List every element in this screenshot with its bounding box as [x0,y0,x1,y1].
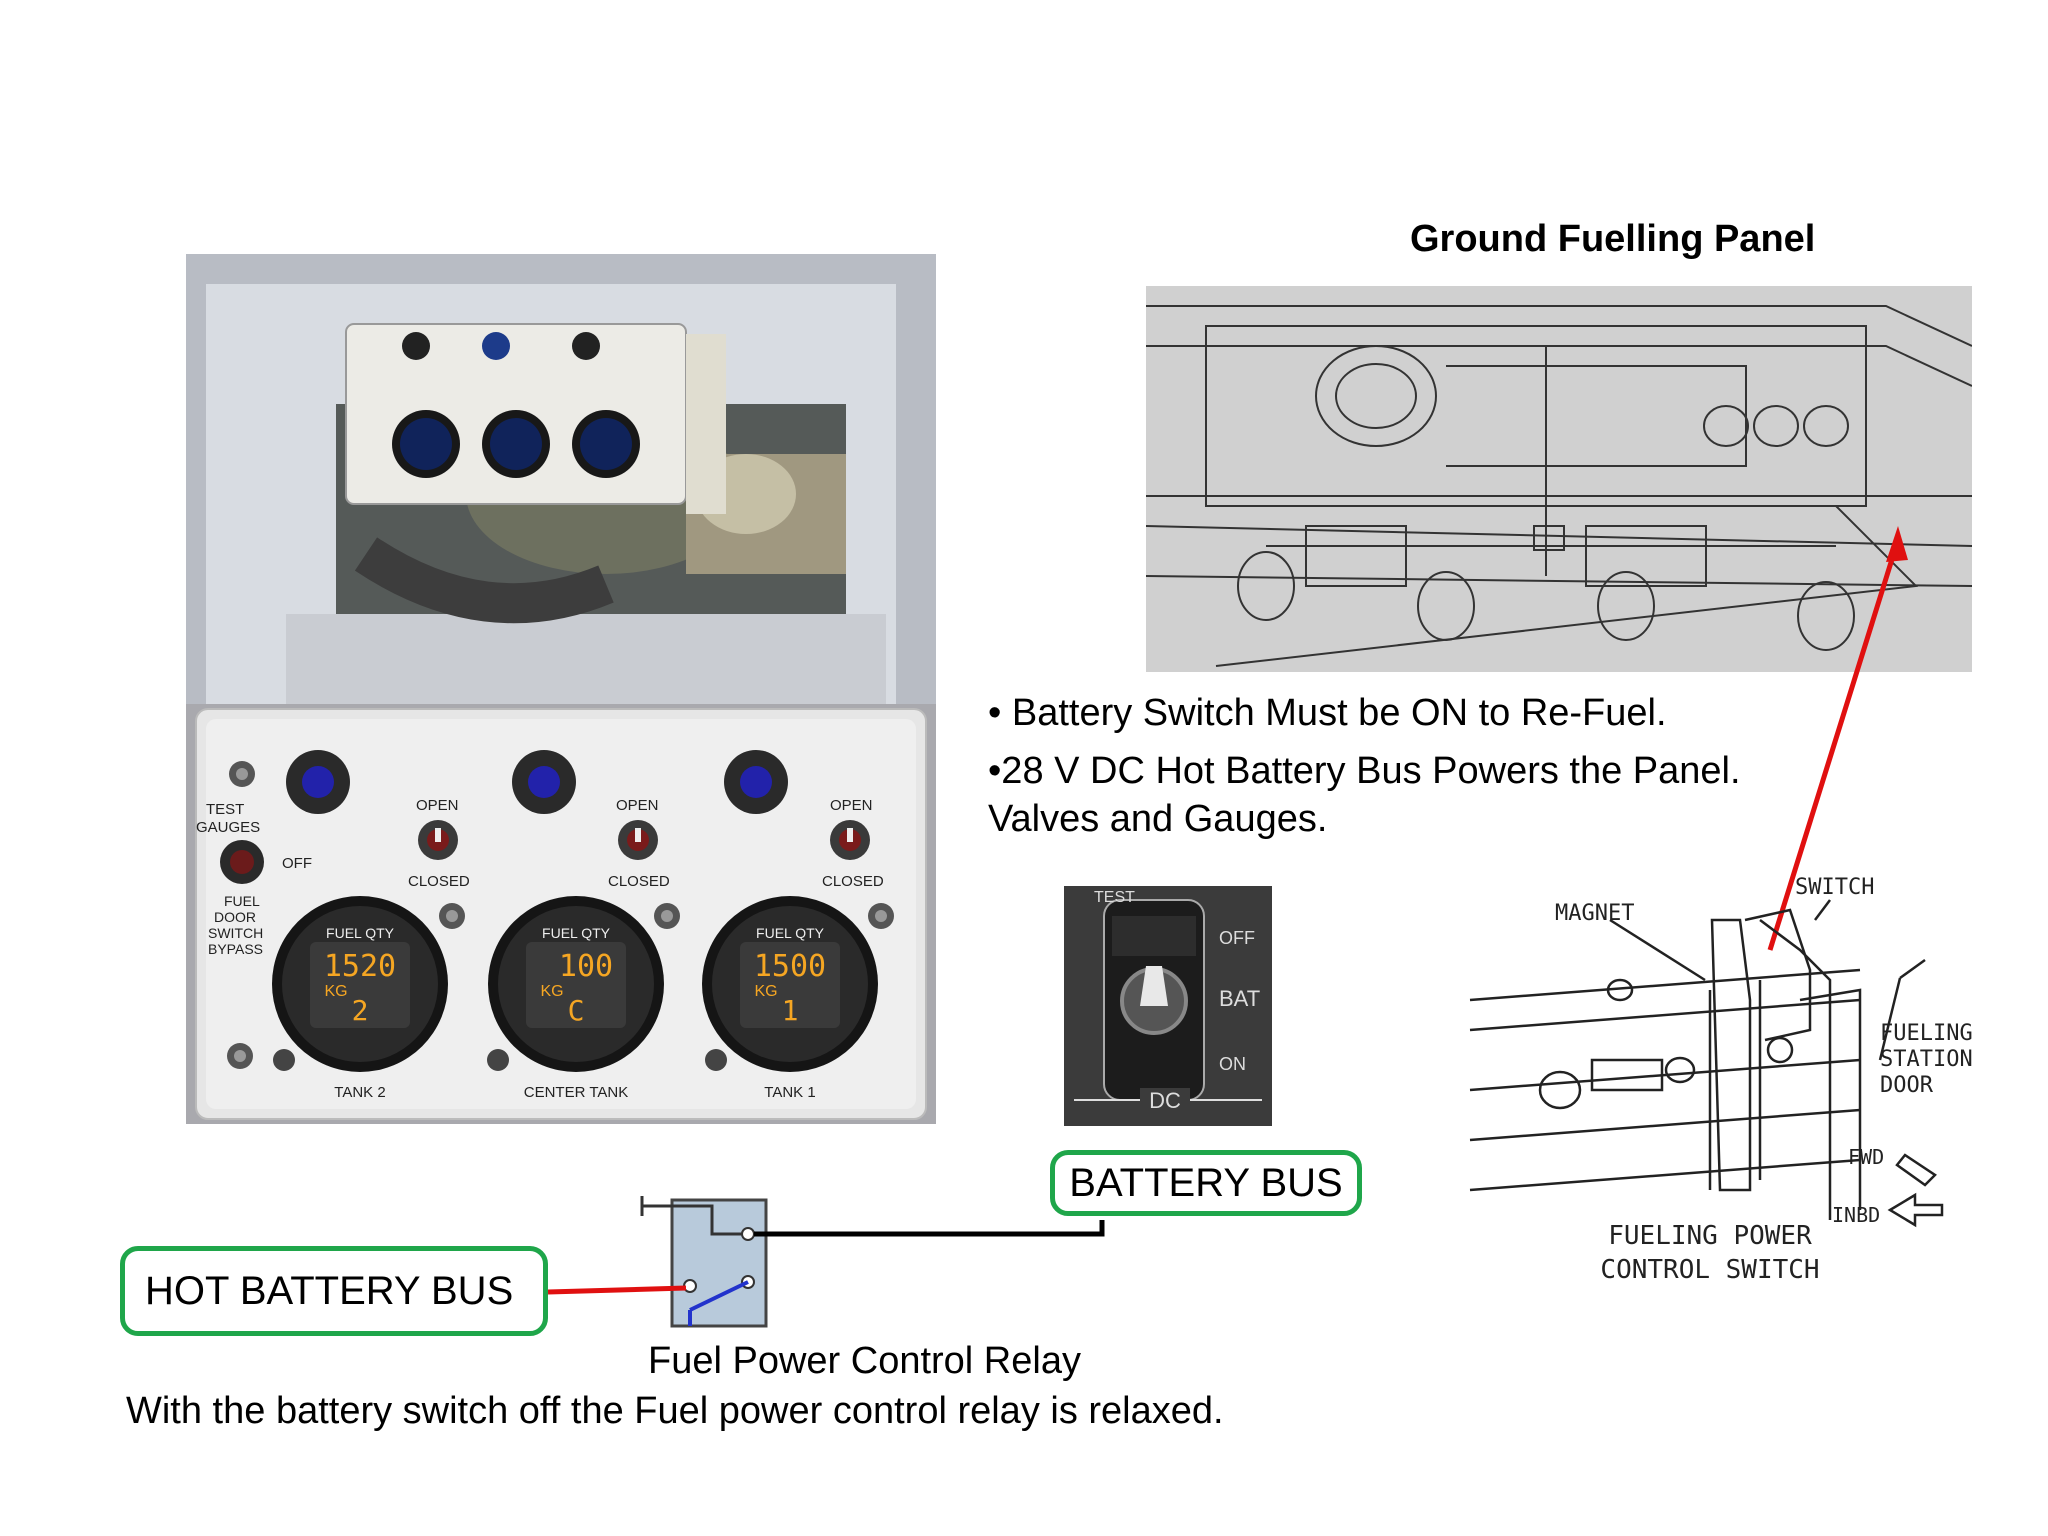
red-arrow-line [1767,539,1901,951]
open-label-tank-2: OPEN [416,797,459,814]
gauge-center-tank [488,896,664,1072]
panel-title: Ground Fuelling Panel [1410,218,1816,260]
relay-name: Fuel Power Control Relay [648,1340,1081,1382]
magnet-label: MAGNET [1555,901,1634,926]
gauge-title-center: FUEL QTY [542,925,611,941]
battery-switch-panel: TEST OFF BAT ON DC [1064,886,1272,1126]
door-label-2: STATION [1880,1047,1973,1072]
hot-battery-wire [547,1285,687,1295]
relay-box [670,1198,768,1328]
open-label-center: OPEN [616,797,659,814]
relay-contact-upper [741,1227,755,1241]
gauge-title-tank-1: FUEL QTY [756,925,825,941]
inbd-label: INBD [1832,1203,1880,1227]
gauge-unit-tank-2: KG [324,983,347,1000]
door-label-3: DOOR [1880,1073,1934,1098]
off-label: OFF [282,855,312,872]
bullet-valves-gauges: Valves and Gauges. [988,798,1328,840]
fwd-label: FWD [1848,1145,1884,1169]
switch-caption-1: FUELING POWER [1608,1221,1812,1251]
switch-label: SWITCH [1795,875,1874,900]
tank-2-name: TANK 2 [334,1084,385,1101]
red-arrow-head [1886,526,1908,562]
gauge-id-tank-2: 2 [352,994,369,1027]
gauge-unit-center: KG [540,983,563,1000]
ground-panel-drawing [1146,286,1972,672]
battery-switch-on-label: ON [1219,1054,1246,1074]
test-gauges-label-1: TEST [206,801,244,818]
battery-switch-test-label: TEST [1094,889,1135,906]
bullet-hot-battery-bus: •28 V DC Hot Battery Bus Powers the Pane… [988,750,1741,792]
direction-arrows [1887,1153,1944,1228]
gauge-value-tank-1: 1500 [754,949,826,984]
bullet-battery-switch: • Battery Switch Must be ON to Re-Fuel. [988,692,1667,734]
test-gauges-label: GAUGES [196,819,260,836]
gauge-id-tank-1: 1 [782,994,799,1027]
gauge-title-tank-2: FUEL QTY [326,925,395,941]
gauge-unit-tank-1: KG [754,983,777,1000]
battery-switch-graphic: TEST OFF BAT ON DC [1074,889,1262,1113]
switch-caption-2: CONTROL SWITCH [1600,1255,1819,1285]
battery-bus-wire [754,1220,1105,1237]
battery-switch-bat-label: BAT [1219,986,1260,1011]
center-tank-name: CENTER TANK [524,1084,628,1101]
gauge-value-tank-2: 1520 [324,949,396,984]
open-label-tank-1: OPEN [830,797,873,814]
relay-coil-lead [690,1204,748,1236]
battery-switch-off-label: OFF [1219,928,1255,948]
gauge-tank-1 [702,896,878,1072]
hot-battery-bus-box: HOT BATTERY BUS [120,1246,548,1336]
closed-label-tank-1: CLOSED [822,873,884,890]
gauge-tank-2 [272,896,448,1072]
closed-label-tank-2: CLOSED [408,873,470,890]
tank-1-name: TANK 1 [764,1084,815,1101]
ground-panel-sketch [1146,305,1972,667]
relay-note: With the battery switch off the Fuel pow… [126,1390,1224,1432]
fueling-switch-diagram: MAGNET SWITCH FUELING STATION DOOR FWD I… [1469,875,1973,1285]
battery-switch-dc-label: DC [1149,1088,1181,1113]
fuel-panel-illustration: TEST GAUGES OFF OPEN OPEN OPEN CLOSED CL… [186,254,936,1120]
door-label-1: FUELING [1880,1021,1973,1046]
relay-switch-arm [689,1280,749,1312]
gauge-value-center: 100 [559,949,613,984]
fuel-panel-photo: TEST GAUGES OFF OPEN OPEN OPEN CLOSED CL… [186,254,936,1124]
closed-label-center: CLOSED [608,873,670,890]
battery-bus-box: BATTERY BUS [1050,1150,1362,1216]
gauge-id-center: C [568,994,585,1027]
